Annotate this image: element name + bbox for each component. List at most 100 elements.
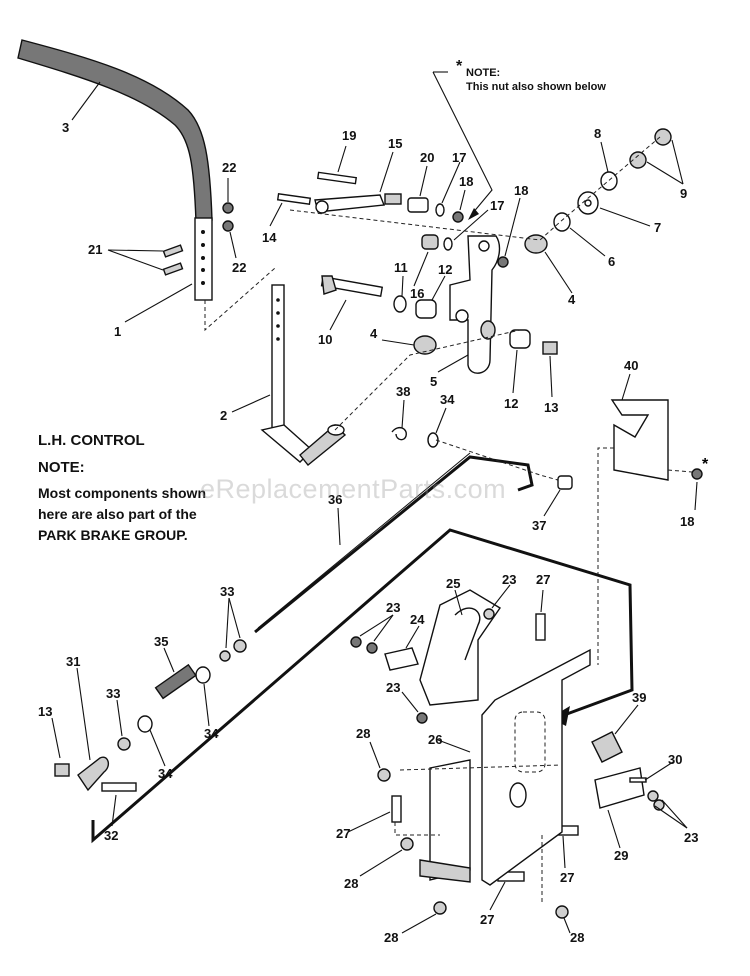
callout-22: 22 [232, 260, 246, 275]
washer-part-6 [553, 212, 571, 232]
main-bracket-part-26 [481, 648, 591, 886]
nut-part-18-right [691, 468, 703, 480]
callout-18: 18 [680, 514, 694, 529]
callout-5: 5 [430, 374, 437, 389]
top-note-text: This nut also shown below [466, 81, 606, 93]
callout-15: 15 [388, 136, 402, 151]
callout-30: 30 [668, 752, 682, 767]
callout-33: 33 [220, 584, 234, 599]
callout-22: 22 [222, 160, 236, 175]
callout-34: 34 [158, 766, 173, 781]
callout-28: 28 [384, 930, 398, 945]
callout-23: 23 [386, 680, 400, 695]
bolt-part-10 [320, 275, 384, 297]
group-outline [91, 528, 634, 844]
bushing-part-37 [557, 475, 573, 490]
callout-25: 25 [446, 576, 460, 591]
callout-34: 34 [204, 726, 219, 741]
control-arm-part-2 [260, 284, 347, 466]
callout-32: 32 [104, 828, 118, 843]
callout-33: 33 [106, 686, 120, 701]
callout-14: 14 [262, 230, 277, 245]
note-line: here are also part of the [38, 506, 197, 522]
note-asterisk: * [456, 58, 463, 75]
nut-part-13 [54, 341, 558, 777]
bushing-part-4 [413, 234, 548, 355]
top-note-heading: NOTE: [466, 67, 501, 79]
washer-part-7 [577, 191, 599, 215]
callout-27: 27 [336, 826, 350, 841]
callout-36: 36 [328, 492, 342, 507]
callout-12: 12 [438, 262, 452, 277]
washer-part-34 [137, 432, 439, 733]
washer-part-11 [393, 295, 407, 313]
shield-part-40 [610, 399, 669, 481]
callout-8: 8 [594, 126, 601, 141]
callout-28: 28 [344, 876, 358, 891]
callout-10: 10 [318, 332, 332, 347]
callout-24: 24 [410, 612, 425, 627]
washer-part-8 [600, 171, 618, 191]
bracket-part-5 [449, 235, 501, 374]
right-asterisk: * [702, 456, 709, 473]
callout-23: 23 [684, 830, 698, 845]
spacer-part-20 [407, 197, 429, 213]
pin-part-30 [629, 777, 647, 783]
lh-control-title: L.H. CONTROL [38, 432, 145, 449]
note-body: Most components shown here are also part… [38, 483, 268, 546]
bolt-part-14 [276, 193, 312, 205]
callout-39: 39 [632, 690, 646, 705]
callout-2: 2 [220, 408, 227, 423]
brake-rod-part-36 [254, 452, 534, 634]
callout-28: 28 [570, 930, 584, 945]
callout-13: 13 [544, 400, 558, 415]
callout-7: 7 [654, 220, 661, 235]
callout-34: 34 [440, 392, 455, 407]
callout-26: 26 [428, 732, 442, 747]
callout-27: 27 [480, 912, 494, 927]
nut-part-28 [377, 768, 569, 919]
callout-6: 6 [608, 254, 615, 269]
nut-part-18 [452, 211, 509, 268]
callout-1: 1 [114, 324, 121, 339]
callout-16: 16 [410, 286, 424, 301]
note-heading: NOTE: [38, 459, 85, 476]
watermark: eReplacementParts.com [200, 474, 507, 504]
callout-18: 18 [514, 183, 528, 198]
callout-35: 35 [154, 634, 168, 649]
callout-37: 37 [532, 518, 546, 533]
callout-13: 13 [38, 704, 52, 719]
leader-lines [51, 71, 698, 934]
block-part-39 [591, 731, 623, 763]
callout-9: 9 [680, 186, 687, 201]
callout-38: 38 [396, 384, 410, 399]
bolt-part-21 [162, 244, 184, 276]
callout-3: 3 [62, 120, 69, 135]
callout-27: 27 [560, 870, 574, 885]
callout-4: 4 [568, 292, 576, 307]
callout-18: 18 [459, 174, 473, 189]
callout-23: 23 [386, 600, 400, 615]
callout-labels: 3 1 21 22 22 19 15 20 17 18 14 17 18 8 9… [38, 120, 698, 945]
washer-part-17 [435, 203, 453, 251]
bushing-part-12 [415, 299, 531, 349]
plate-part-29 [594, 767, 645, 809]
callout-11: 11 [394, 260, 408, 275]
lever-part-31 [77, 756, 110, 792]
top-note: * NOTE: This nut also shown below [456, 59, 606, 94]
bracket-part-25 [419, 589, 501, 706]
rod-end-part-15 [314, 193, 402, 214]
callout-29: 29 [614, 848, 628, 863]
bolt-part-19 [316, 171, 358, 185]
note-line: Most components shown [38, 485, 206, 501]
callout-4: 4 [370, 326, 378, 341]
nut-part-33 [117, 639, 247, 751]
callout-28: 28 [356, 726, 370, 741]
bolt-part-32 [101, 782, 137, 792]
callout-27: 27 [536, 572, 550, 587]
callout-20: 20 [420, 150, 434, 165]
spring-part-35 [154, 663, 197, 700]
callout-12: 12 [504, 396, 518, 411]
callout-23: 23 [502, 572, 516, 587]
